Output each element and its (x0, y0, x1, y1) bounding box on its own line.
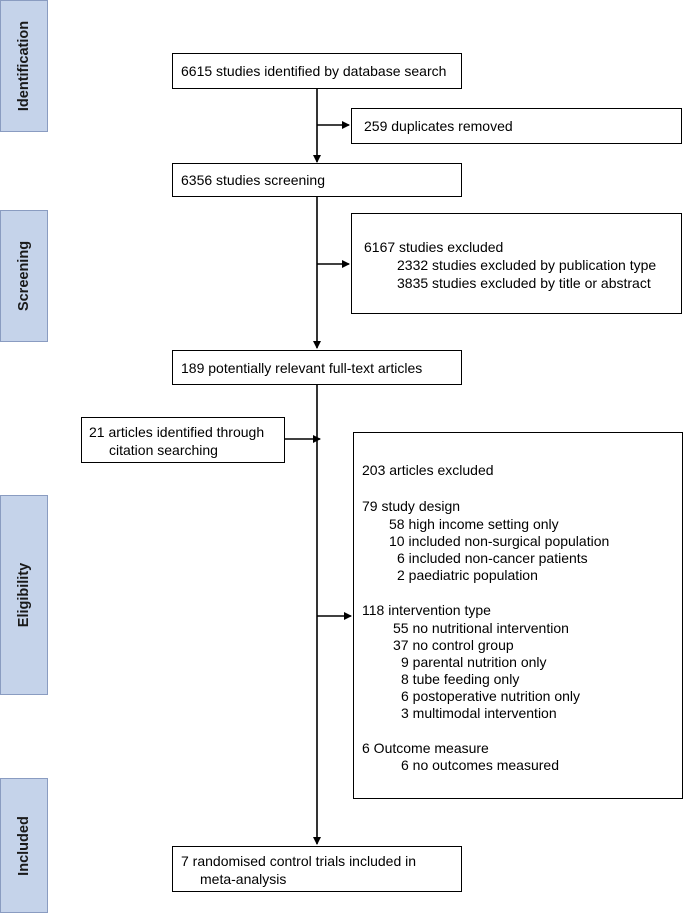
excluded-screen-title: 6167 studies excluded (364, 239, 504, 255)
excluded-full-title: 203 articles excluded (362, 462, 494, 478)
exclusion-item: 10 included non-surgical population (389, 533, 610, 549)
stage-screening: Screening (0, 210, 48, 342)
box-screening: 6356 studies screening (172, 163, 462, 197)
identified-text: 6615 studies identified by database sear… (181, 63, 447, 79)
exclusion-item: 2 paediatric population (397, 567, 538, 583)
exclusion-item: 58 high income setting only (389, 516, 559, 532)
included-line-2: meta-analysis (200, 871, 287, 887)
excluded-screen-item: 2332 studies excluded by publication typ… (397, 257, 657, 273)
exclusion-group-heading: 79 study design (362, 498, 461, 514)
exclusion-item: 8 tube feeding only (401, 671, 520, 687)
excluded-screen-item: 3835 studies excluded by title or abstra… (397, 275, 651, 291)
citation-line-1: 21 articles identified through (89, 424, 265, 440)
exclusion-item: 55 no nutritional intervention (393, 620, 569, 636)
exclusion-item: 37 no control group (393, 637, 514, 653)
exclusion-item: 9 parental nutrition only (401, 654, 547, 670)
box-excluded-full: 203 articles excluded 79 study design 58… (353, 432, 683, 799)
stage-eligibility: Eligibility (0, 495, 48, 695)
duplicates-text: 259 duplicates removed (364, 118, 513, 134)
stage-identification: Identification (0, 0, 48, 132)
exclusion-item: 6 included non-cancer patients (397, 550, 588, 566)
exclusion-group-heading: 6 Outcome measure (362, 740, 489, 756)
screening-text: 6356 studies screening (181, 172, 325, 188)
box-identified: 6615 studies identified by database sear… (172, 53, 462, 89)
stage-included: Included (0, 778, 48, 913)
exclusion-item: 6 postoperative nutrition only (401, 688, 580, 704)
box-excluded-screen: 6167 studies excluded 2332 studies exclu… (351, 213, 682, 314)
exclusion-item: 3 multimodal intervention (401, 705, 557, 721)
fulltext-text: 189 potentially relevant full-text artic… (181, 360, 423, 376)
box-duplicates: 259 duplicates removed (351, 108, 682, 144)
box-included: 7 randomised control trials included in … (172, 846, 462, 892)
box-citation: 21 articles identified through citation … (81, 417, 285, 463)
exclusion-item: 6 no outcomes measured (401, 757, 559, 773)
exclusion-group-heading: 118 intervention type (362, 602, 491, 618)
included-line-1: 7 randomised control trials included in (181, 853, 417, 869)
citation-line-2: citation searching (109, 442, 218, 458)
box-fulltext: 189 potentially relevant full-text artic… (172, 350, 462, 385)
